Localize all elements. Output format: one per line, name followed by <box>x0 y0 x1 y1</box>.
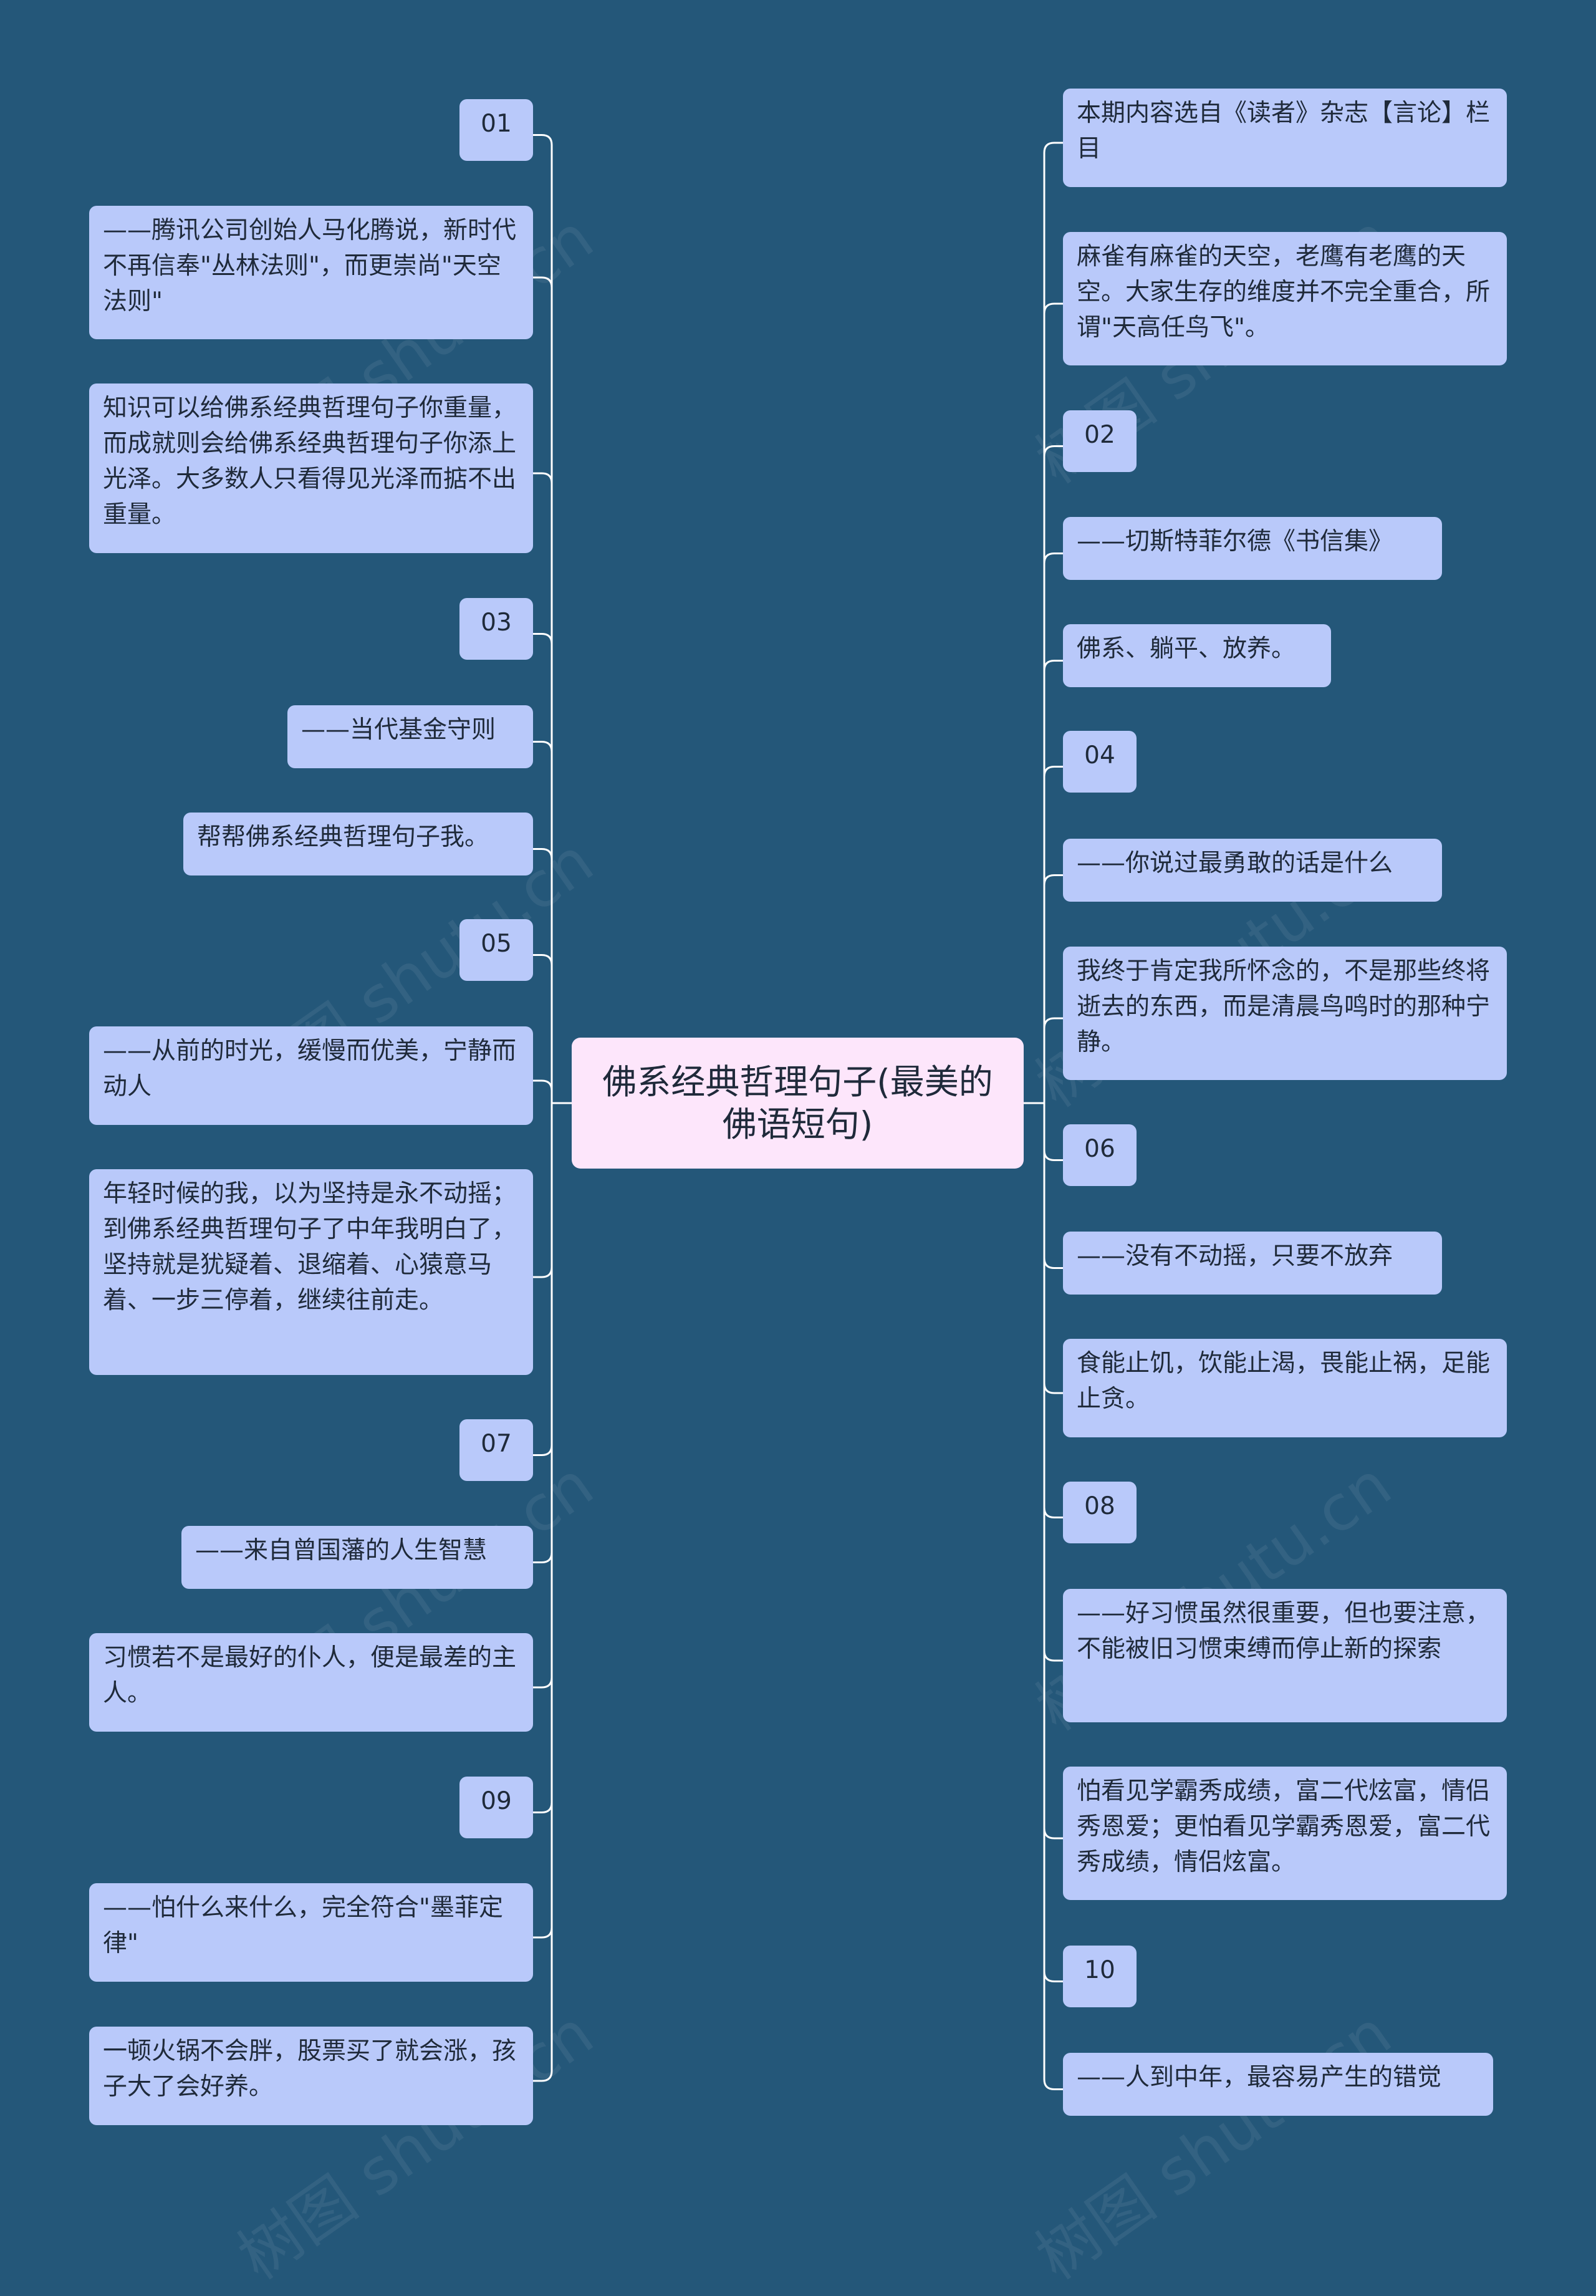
node-label: 知识可以给佛系经典哲理句子你重量，而成就则会给佛系经典哲理句子你添上光泽。大多数… <box>103 394 517 529</box>
connector-line <box>533 1103 553 2082</box>
connector-line <box>1043 1103 1063 1269</box>
right-node-08[interactable]: 08 <box>1063 1482 1137 1543</box>
connector-line <box>533 276 553 1103</box>
connector-line <box>533 1079 553 1103</box>
left-node[interactable]: 习惯若不是最好的仆人，便是最差的主人。 <box>89 1633 533 1732</box>
connector-line <box>533 1103 553 1456</box>
connector-line <box>533 1103 553 1278</box>
connector-line <box>533 1103 553 1563</box>
left-node[interactable]: 年轻时候的我，以为坚持是永不动摇；到佛系经典哲理句子了中年我明白了，坚持就是犹疑… <box>89 1169 533 1375</box>
connector-line <box>1043 1103 1063 2090</box>
connector-line <box>1043 1103 1063 1518</box>
connector-line <box>1043 1103 1063 1394</box>
left-node-01[interactable]: 01 <box>459 99 533 161</box>
node-label: 我终于肯定我所怀念的，不是那些终将逝去的东西，而是清晨鸟鸣时的那种宁静。 <box>1077 957 1491 1056</box>
left-node-09[interactable]: 09 <box>459 1777 533 1838</box>
right-node[interactable]: 我终于肯定我所怀念的，不是那些终将逝去的东西，而是清晨鸟鸣时的那种宁静。 <box>1063 947 1507 1080</box>
node-label: 习惯若不是最好的仆人，便是最差的主人。 <box>103 1644 517 1707</box>
node-label: 食能止饥，饮能止渴，畏能止祸，足能止贪。 <box>1077 1349 1491 1413</box>
connector-line <box>533 134 553 1103</box>
left-node[interactable]: ——腾讯公司创始人马化腾说，新时代不再信奉"丛林法则"，而更崇尚"天空法则" <box>89 206 533 339</box>
right-node[interactable]: ——人到中年，最容易产生的错觉 <box>1063 2053 1493 2116</box>
connector-lines <box>533 134 1063 2090</box>
left-node[interactable]: 一顿火锅不会胖，股票买了就会涨，孩子大了会好养。 <box>89 2027 533 2125</box>
left-node-05[interactable]: 05 <box>459 919 533 981</box>
root-node-label: 佛系经典哲理句子(最美的佛语短句) <box>602 1062 993 1144</box>
node-label: 帮帮佛系经典哲理句子我。 <box>197 823 489 851</box>
root-node[interactable]: 佛系经典哲理句子(最美的佛语短句) <box>572 1038 1024 1169</box>
node-label: ——来自曾国藩的人生智慧 <box>195 1536 488 1565</box>
right-node-10[interactable]: 10 <box>1063 1946 1137 2007</box>
node-label: ——切斯特菲尔德《书信集》 <box>1077 528 1393 556</box>
node-label: 怕看见学霸秀成绩，富二代炫富，情侣秀恩爱；更怕看见学霸秀恩爱，富二代秀成绩，情侣… <box>1077 1777 1491 1876</box>
connector-line <box>533 633 553 1103</box>
right-node[interactable]: ——没有不动摇，只要不放弃 <box>1063 1232 1442 1295</box>
right-node-06[interactable]: 06 <box>1063 1124 1137 1186</box>
connector-line <box>1043 1103 1063 1662</box>
connector-line <box>1043 445 1063 1103</box>
node-label: 09 <box>481 1787 512 1815</box>
right-node[interactable]: ——你说过最勇敢的话是什么 <box>1063 839 1442 902</box>
left-node[interactable]: 知识可以给佛系经典哲理句子你重量，而成就则会给佛系经典哲理句子你添上光泽。大多数… <box>89 383 533 553</box>
right-node[interactable]: 食能止饥，饮能止渴，畏能止祸，足能止贪。 <box>1063 1339 1507 1437</box>
right-node-04[interactable]: 04 <box>1063 731 1137 793</box>
node-label: ——人到中年，最容易产生的错觉 <box>1077 2063 1442 2091</box>
node-label: ——怕什么来什么，完全符合"墨菲定律" <box>103 1894 503 1957</box>
node-label: ——从前的时光，缓慢而优美，宁静而动人 <box>103 1037 517 1101</box>
connector-line <box>533 1103 553 1689</box>
connector-line <box>533 472 553 1103</box>
right-node[interactable]: ——好习惯虽然很重要，但也要注意，不能被旧习惯束缚而停止新的探索 <box>1063 1589 1507 1722</box>
node-label: 01 <box>481 110 512 138</box>
connector-line <box>1043 142 1063 1103</box>
node-label: 02 <box>1084 421 1115 449</box>
node-label: 04 <box>1084 741 1115 769</box>
connector-line <box>1043 1103 1063 1161</box>
node-label: 07 <box>481 1430 512 1458</box>
node-label: ——当代基金守则 <box>301 716 496 744</box>
left-node-03[interactable]: 03 <box>459 598 533 660</box>
left-node[interactable]: ——从前的时光，缓慢而优美，宁静而动人 <box>89 1026 533 1125</box>
node-label: 本期内容选自《读者》杂志【言论】栏目 <box>1077 99 1491 163</box>
node-label: 06 <box>1084 1135 1115 1163</box>
right-node[interactable]: 怕看见学霸秀成绩，富二代炫富，情侣秀恩爱；更怕看见学霸秀恩爱，富二代秀成绩，情侣… <box>1063 1767 1507 1900</box>
right-node[interactable]: 本期内容选自《读者》杂志【言论】栏目 <box>1063 89 1507 187</box>
connector-line <box>1043 660 1063 1103</box>
node-label: 麻雀有麻雀的天空，老鹰有老鹰的天空。大家生存的维度并不完全重合，所谓"天高任鸟飞… <box>1077 243 1491 342</box>
connector-line <box>1043 766 1063 1103</box>
right-node[interactable]: ——切斯特菲尔德《书信集》 <box>1063 517 1442 580</box>
mindmap-canvas: 树图 shutu.cn 树图 shutu.cn 树图 shutu.cn 树图 s… <box>89 89 1507 2294</box>
left-node[interactable]: 帮帮佛系经典哲理句子我。 <box>183 813 533 875</box>
node-label: 佛系、躺平、放养。 <box>1077 635 1296 663</box>
connector-line <box>1043 874 1063 1103</box>
connector-line <box>1043 302 1063 1103</box>
node-label: 03 <box>481 609 512 637</box>
right-node-02[interactable]: 02 <box>1063 410 1137 472</box>
connector-line <box>1043 1017 1063 1103</box>
connector-line <box>1043 552 1063 1103</box>
right-node[interactable]: 麻雀有麻雀的天空，老鹰有老鹰的天空。大家生存的维度并不完全重合，所谓"天高任鸟飞… <box>1063 232 1507 365</box>
node-label: 10 <box>1084 1956 1115 1984</box>
left-node[interactable]: ——当代基金守则 <box>287 705 533 768</box>
connector-line <box>533 1103 553 1813</box>
node-label: ——好习惯虽然很重要，但也要注意，不能被旧习惯束缚而停止新的探索 <box>1077 1599 1491 1663</box>
left-node[interactable]: ——怕什么来什么，完全符合"墨菲定律" <box>89 1883 533 1982</box>
node-label: ——没有不动摇，只要不放弃 <box>1077 1242 1393 1270</box>
connector-line <box>533 848 553 1103</box>
node-label: 年轻时候的我，以为坚持是永不动摇；到佛系经典哲理句子了中年我明白了，坚持就是犹疑… <box>103 1180 517 1314</box>
left-node[interactable]: ——来自曾国藩的人生智慧 <box>181 1526 533 1589</box>
connector-line <box>1043 1103 1063 1982</box>
connector-line <box>533 954 553 1103</box>
connector-line <box>533 741 553 1103</box>
right-node[interactable]: 佛系、躺平、放养。 <box>1063 624 1331 687</box>
node-label: 一顿火锅不会胖，股票买了就会涨，孩子大了会好养。 <box>103 2037 517 2101</box>
connector-line <box>1043 1103 1063 1840</box>
node-label: 05 <box>481 930 512 958</box>
left-node-07[interactable]: 07 <box>459 1419 533 1481</box>
node-label: 08 <box>1084 1492 1115 1520</box>
node-label: ——腾讯公司创始人马化腾说，新时代不再信奉"丛林法则"，而更崇尚"天空法则" <box>103 216 517 316</box>
node-label: ——你说过最勇敢的话是什么 <box>1077 849 1393 877</box>
